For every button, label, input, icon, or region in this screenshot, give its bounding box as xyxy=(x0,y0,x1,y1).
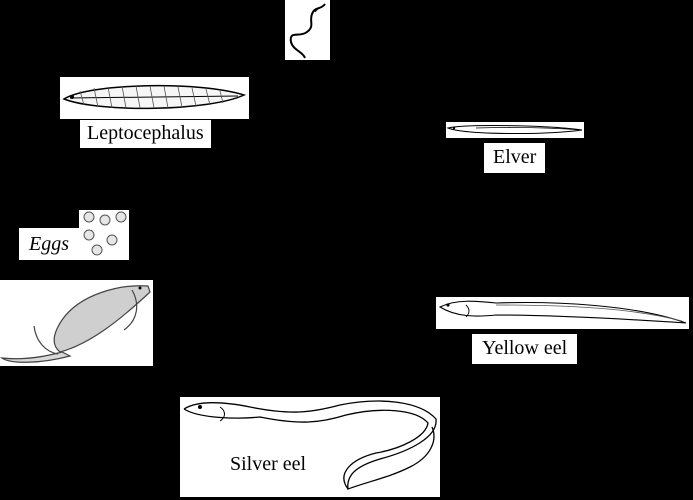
spawning-drawing xyxy=(0,280,153,366)
yellow-eel-label: Yellow eel xyxy=(472,334,577,364)
leptocephalus-label: Leptocephalus xyxy=(80,120,211,148)
leptocephalus-image xyxy=(60,77,249,119)
freshwater-title: Freshwater xyxy=(383,230,463,253)
silver-eel-label: Silver eel xyxy=(230,452,306,477)
spawning-label: Spawning xyxy=(41,380,113,403)
glass-eel-label: Glass eel xyxy=(268,71,337,95)
silver-eel-image xyxy=(180,397,440,497)
eggs-image xyxy=(79,210,129,260)
yellow-eel-drawing xyxy=(436,297,689,329)
spawning-image xyxy=(0,280,153,366)
glass-eel-image xyxy=(285,0,330,60)
eggs-drawing xyxy=(79,210,129,260)
glass-eel-drawing xyxy=(285,0,330,60)
elver-image xyxy=(446,122,584,138)
yellow-eel-image xyxy=(436,297,689,329)
eggs-label: Eggs xyxy=(19,228,79,260)
ocean-title: Ocean xyxy=(178,230,224,253)
elver-label: Elver xyxy=(484,143,545,173)
ocean-duration: 1 year xyxy=(183,254,227,277)
elver-drawing xyxy=(446,122,584,138)
silver-eel-drawing xyxy=(180,397,440,497)
freshwater-duration: 5-20 years xyxy=(392,254,467,277)
leptocephalus-drawing xyxy=(60,77,249,119)
